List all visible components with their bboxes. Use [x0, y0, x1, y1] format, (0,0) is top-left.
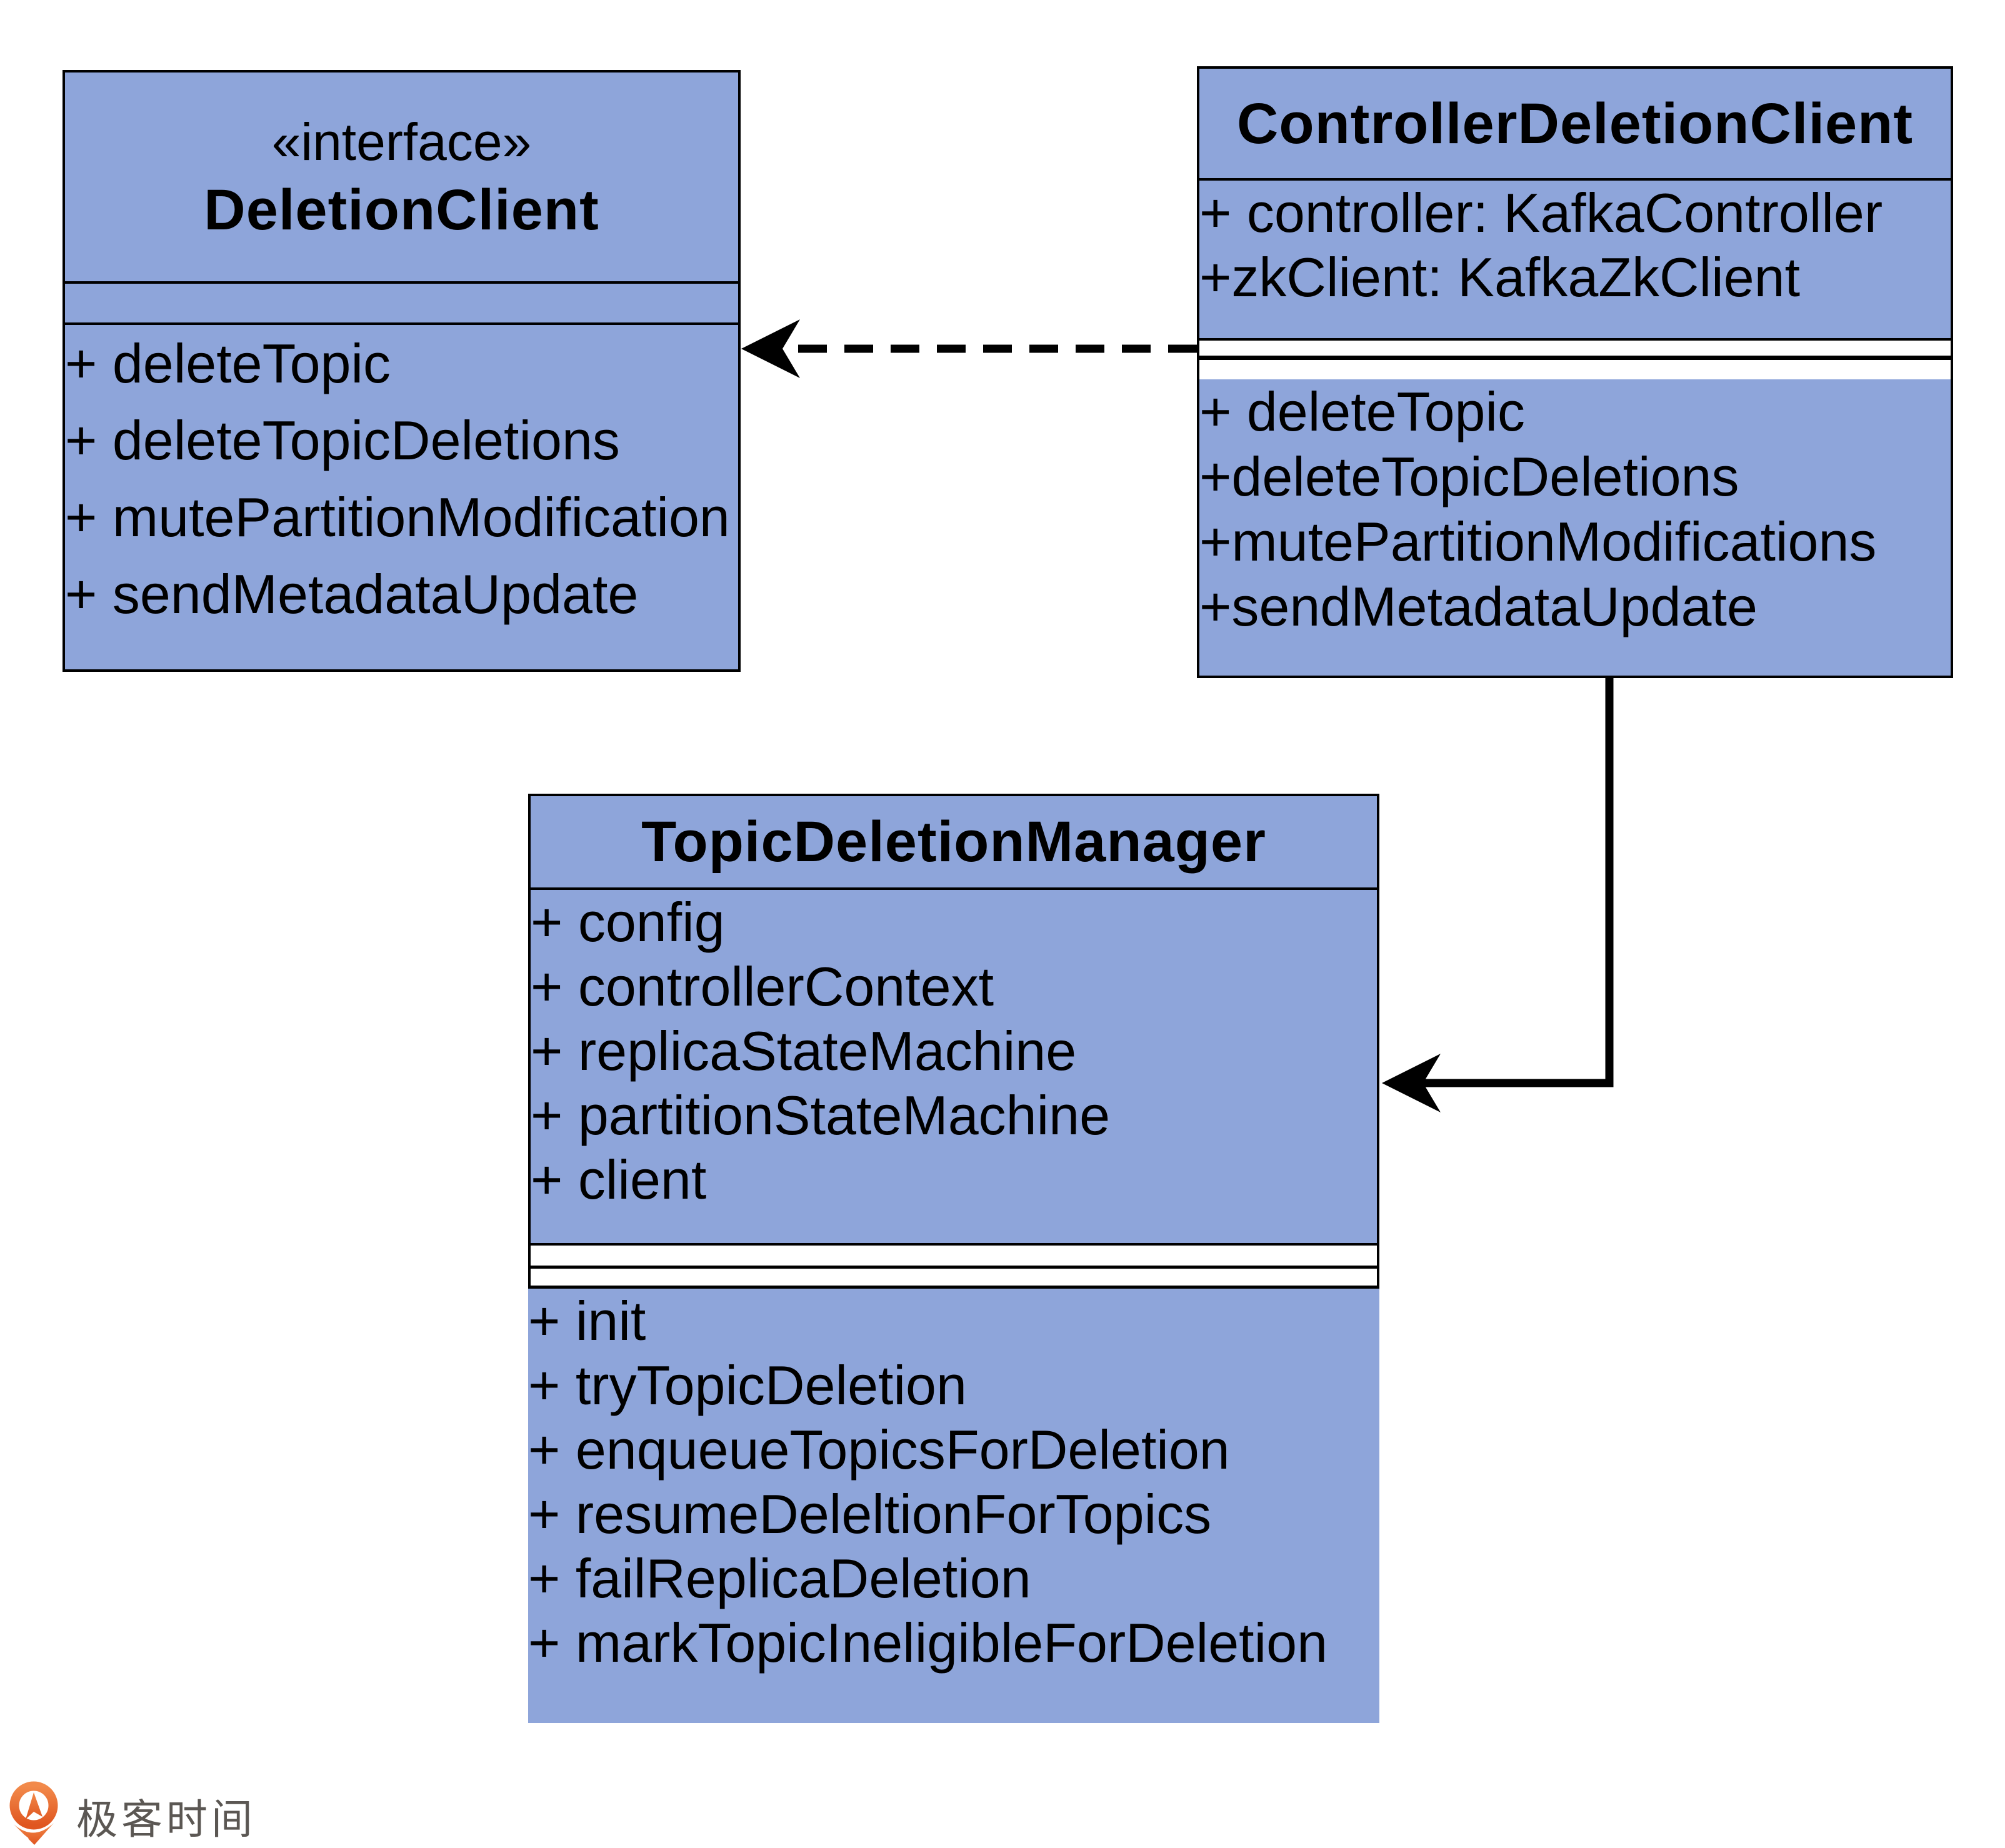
- method-item: + tryTopicDeletion: [528, 1354, 967, 1416]
- class-controller-deletion-client-methods: + deleteTopic +deleteTopicDeletions +mut…: [1197, 379, 1953, 678]
- attributes-compartment: + controller: KafkaController +zkClient:…: [1199, 181, 1951, 309]
- method-item: + sendMetadataUpdate: [65, 563, 639, 625]
- empty-compartment-band: [528, 1246, 1379, 1269]
- methods-compartment: + deleteTopic +deleteTopicDeletions +mut…: [1199, 379, 1951, 639]
- class-controller-deletion-client: ControllerDeletionClient + controller: K…: [1197, 66, 1953, 341]
- class-name: TopicDeletionManager: [641, 810, 1266, 874]
- compartment-divider: [1197, 356, 1953, 360]
- class-topic-deletion-manager-methods: + init + tryTopicDeletion + enqueueTopic…: [528, 1289, 1379, 1723]
- class-deletion-client: «interface» DeletionClient + deleteTopic…: [62, 70, 741, 672]
- method-item: + markTopicIneligibleForDeletion: [528, 1612, 1328, 1674]
- geektime-logo-icon: [5, 1781, 58, 1845]
- attribute-item: + partitionStateMachine: [531, 1084, 1111, 1146]
- method-item: + deleteTopic: [65, 332, 391, 394]
- method-item: + init: [528, 1290, 646, 1352]
- geektime-brand: 极客时间: [5, 1778, 256, 1847]
- class-topic-deletion-manager: TopicDeletionManager + config + controll…: [528, 794, 1379, 1246]
- class-title-compartment: TopicDeletionManager: [531, 796, 1377, 890]
- method-item: + enqueueTopicsForDeletion: [528, 1419, 1230, 1481]
- method-item: + resumeDeleltionForTopics: [528, 1483, 1212, 1545]
- stereotype-label: «interface»: [271, 112, 532, 171]
- arrowhead-left-icon: [741, 319, 800, 378]
- attributes-compartment-empty: [65, 284, 738, 325]
- brand-text: 极客时间: [76, 1796, 256, 1842]
- method-item: +sendMetadataUpdate: [1199, 576, 1758, 637]
- empty-compartment-band: [528, 1269, 1379, 1289]
- class-title-compartment: ControllerDeletionClient: [1199, 69, 1951, 181]
- attribute-item: +zkClient: KafkaZkClient: [1199, 246, 1801, 308]
- attribute-item: + replicaStateMachine: [531, 1020, 1077, 1082]
- empty-compartment-band: [1197, 341, 1953, 379]
- arrowhead-left-icon: [1382, 1054, 1441, 1112]
- attribute-item: + controllerContext: [531, 956, 994, 1017]
- class-title-compartment: «interface» DeletionClient: [65, 72, 738, 284]
- attribute-item: + controller: KafkaController: [1199, 182, 1883, 244]
- method-item: +deleteTopicDeletions: [1199, 446, 1739, 507]
- attribute-item: + client: [531, 1149, 707, 1211]
- method-item: + mutePartitionModification: [65, 486, 730, 548]
- method-item: +mutePartitionModifications: [1199, 511, 1877, 572]
- realization-arrow-dashed: [741, 319, 1197, 378]
- method-item: + failReplicaDeletion: [528, 1547, 1031, 1609]
- methods-compartment: + init + tryTopicDeletion + enqueueTopic…: [528, 1289, 1379, 1675]
- association-arrow-solid: [1382, 674, 1614, 1112]
- attribute-item: + config: [531, 891, 725, 953]
- attributes-compartment: + config + controllerContext + replicaSt…: [531, 890, 1377, 1212]
- method-item: + deleteTopicDeletions: [65, 409, 620, 471]
- method-item: + deleteTopic: [1199, 381, 1526, 442]
- class-name: DeletionClient: [204, 178, 599, 242]
- methods-compartment: + deleteTopic + deleteTopicDeletions + m…: [65, 325, 738, 632]
- class-name: ControllerDeletionClient: [1236, 91, 1914, 156]
